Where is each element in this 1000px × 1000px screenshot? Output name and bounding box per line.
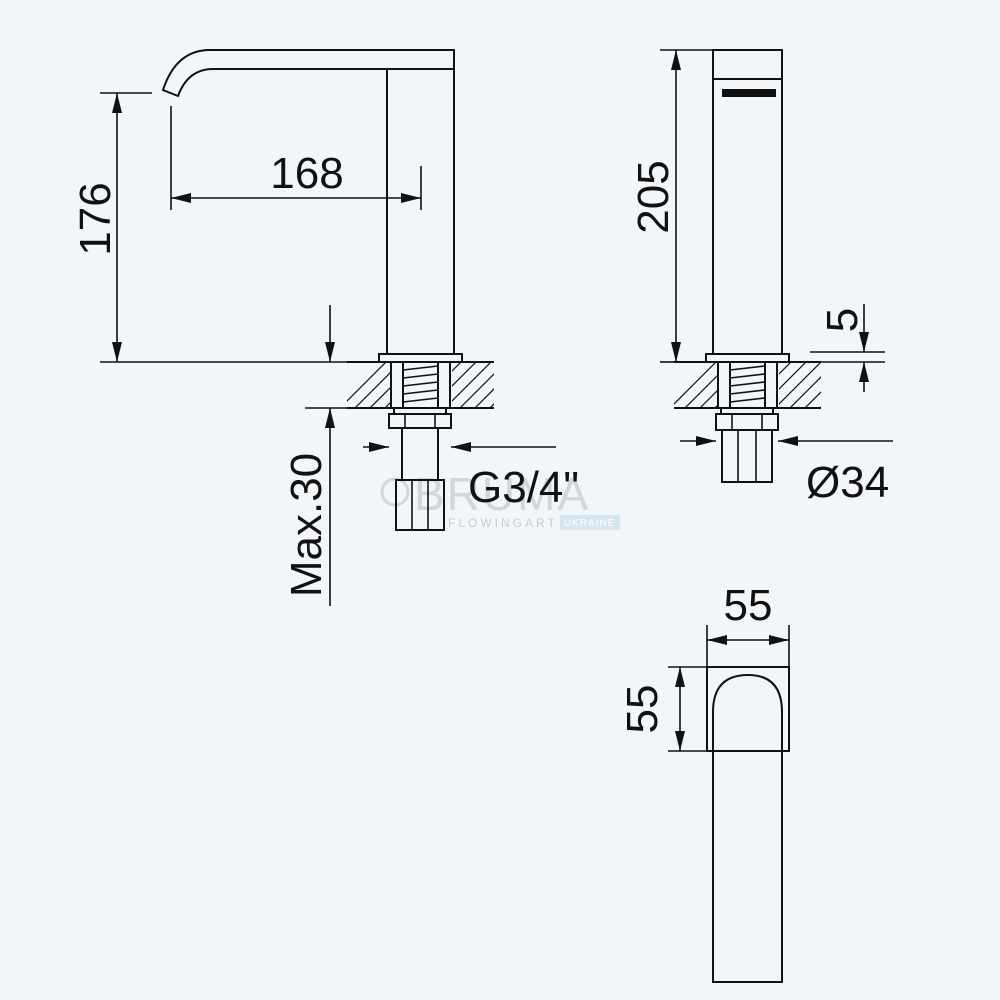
spout-profile — [712, 673, 783, 983]
dimension-label-width: 55 — [724, 581, 773, 630]
dimension-body-width: 55 — [706, 581, 790, 667]
front-view: 205 5 Ø34 — [629, 49, 893, 507]
dimension-spout-reach: 168 — [170, 106, 422, 210]
dimension-label-diameter: Ø34 — [806, 458, 889, 507]
top-square — [706, 666, 790, 752]
dimension-total-height: 205 — [629, 49, 713, 363]
watermark-badge: UKRAINE — [564, 518, 615, 529]
dimension-label-176: 176 — [71, 182, 120, 255]
side-view: 176 168 Max.30 G3/4" — [71, 49, 579, 606]
dimension-body-depth: 55 — [618, 666, 707, 752]
dimension-label-205: 205 — [629, 160, 678, 233]
watermark-badge-bg — [560, 515, 620, 530]
top-view: 55 55 — [618, 581, 790, 983]
watermark-tagline: FLOWINGART — [448, 516, 558, 530]
base-flange — [378, 353, 463, 363]
dimension-label-5: 5 — [818, 308, 867, 332]
dimension-label-168: 168 — [270, 149, 343, 198]
dimension-base-diameter: Ø34 — [680, 436, 893, 507]
dimension-spout-height: 176 — [71, 92, 347, 363]
spout-outline — [161, 49, 455, 354]
dimension-max-thickness: Max.30 — [282, 305, 347, 606]
dimension-label-thread: G3/4" — [468, 463, 579, 512]
supply-nut-front — [721, 429, 773, 483]
lock-nut — [388, 413, 452, 429]
dimension-thread: G3/4" — [363, 442, 579, 512]
dimension-label-depth: 55 — [618, 685, 667, 734]
dimension-base-thickness: 5 — [810, 304, 885, 392]
dimension-label-max30: Max.30 — [282, 453, 331, 597]
supply-nut — [395, 479, 445, 531]
